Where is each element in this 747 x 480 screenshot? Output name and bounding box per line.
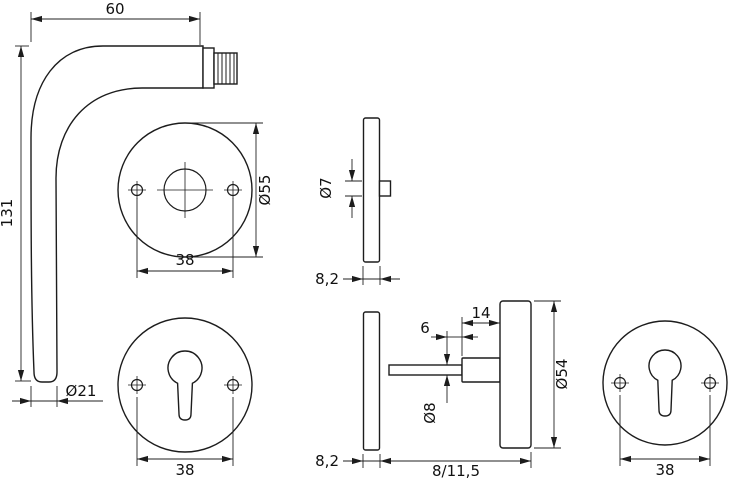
dimension-plate-diameter-54: Ø54 (534, 300, 571, 449)
fixing-collar (461, 357, 501, 383)
euro-profile-keyhole (167, 350, 203, 421)
dimension-height-131: 131 (0, 45, 31, 382)
spindle-knurl-lines (217, 53, 235, 84)
dimension-text: Ø8 (421, 402, 439, 423)
euro-profile-keyhole (648, 349, 682, 417)
dimension-text: 14 (471, 304, 490, 322)
lever-handle-outline (30, 45, 204, 383)
dimension-rose-thickness-82: 8,2 (315, 266, 400, 288)
dimension-thickness-82-bottom: 8,2 (315, 452, 381, 470)
escutcheon-plate-side (362, 311, 381, 451)
dimension-text: 8,2 (315, 270, 339, 288)
dimension-text: Ø54 (553, 359, 571, 390)
dimension-depth-8-115: 8/11,5 (380, 452, 532, 480)
spindle-pin (378, 180, 392, 197)
dimension-rod-diameter-8: Ø8 (421, 375, 451, 424)
dimension-text: Ø55 (256, 175, 274, 206)
round-plate-side (499, 300, 532, 449)
dimension-text: 38 (175, 461, 194, 479)
dimension-width-60: 60 (30, 0, 201, 45)
dimension-collar-14: 14 (462, 304, 500, 327)
rose-plate-side (362, 117, 381, 263)
dimension-text: 8/11,5 (432, 462, 480, 480)
handle-neck-collar (202, 47, 215, 89)
rose-side-view: Ø7 8,2 (315, 117, 400, 288)
dimension-text: 60 (105, 0, 124, 18)
escutcheon-front-left: 38 (117, 317, 253, 479)
dimension-text: Ø21 (66, 382, 97, 400)
dimension-text: 6 (420, 319, 430, 337)
dimension-screw-spacing-38-right: 38 (619, 395, 711, 479)
dimension-text: 131 (0, 199, 16, 228)
fixing-rod (388, 364, 463, 376)
dimension-pin-diameter-7: Ø7 (317, 159, 362, 218)
dimension-text: 38 (175, 251, 194, 269)
dimension-rose-diameter-55: Ø55 (190, 122, 274, 258)
dimension-rose-screw-spacing-38: 38 (136, 198, 234, 278)
dimension-text: 8,2 (315, 452, 339, 470)
dimension-text: 38 (655, 461, 674, 479)
cylinder-side-view: 6 14 Ø8 Ø54 8,2 8/11,5 (315, 300, 571, 480)
dimension-screw-spacing-38-left: 38 (136, 397, 234, 479)
handle-front-view: 60 131 Ø55 38 Ø21 (0, 0, 274, 407)
escutcheon-outline (602, 320, 728, 446)
rose-outline (117, 122, 253, 258)
escutcheon-front-right: 38 (602, 320, 728, 479)
dimension-text: Ø7 (317, 177, 335, 198)
dimension-grip-diameter-21: Ø21 (12, 382, 103, 407)
escutcheon-outline (117, 317, 253, 453)
